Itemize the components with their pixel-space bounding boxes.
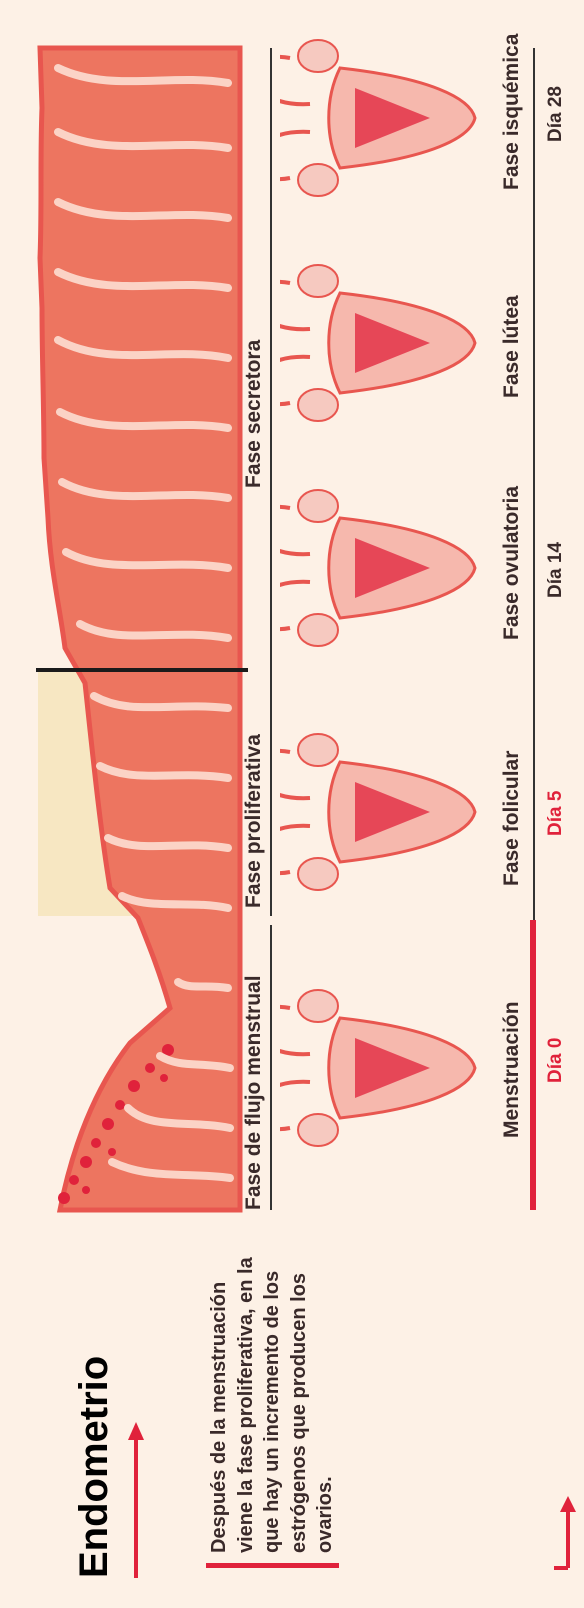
phase-proliferative-label: Fase proliferativa — [242, 734, 266, 908]
day-14-label: Día 14 — [545, 542, 567, 598]
stage-folicular-label: Fase folicular — [500, 751, 524, 886]
uterus-menstruacion — [280, 990, 475, 1146]
day-5-label: Día 5 — [545, 791, 567, 836]
phase-flow-label: Fase de flujo menstrual — [242, 975, 266, 1210]
stage-isquemica-label: Fase isquémica — [500, 34, 524, 190]
day-0-label: Día 0 — [545, 1038, 567, 1083]
stage-ovulatoria-label: Fase ovulatoria — [500, 486, 524, 640]
day-28-label: Día 28 — [545, 86, 567, 142]
menstruation-bar — [530, 920, 536, 1210]
phase-proliferative-line — [270, 671, 272, 916]
uterus-lutea — [280, 265, 475, 421]
uterus-folicular — [280, 734, 475, 890]
phase-flow-line — [270, 925, 272, 1210]
phase-secretory-label: Fase secretora — [242, 340, 266, 488]
endometrium-tissue — [40, 48, 240, 1210]
uterus-isquemica — [280, 40, 475, 196]
uterus-ovulatoria — [280, 490, 475, 646]
stage-lutea-label: Fase lútea — [500, 295, 524, 398]
uterus-illustrations — [280, 0, 480, 1608]
stage-menstruacion-label: Menstruación — [500, 1001, 524, 1138]
phase-secretory-line — [270, 48, 272, 671]
